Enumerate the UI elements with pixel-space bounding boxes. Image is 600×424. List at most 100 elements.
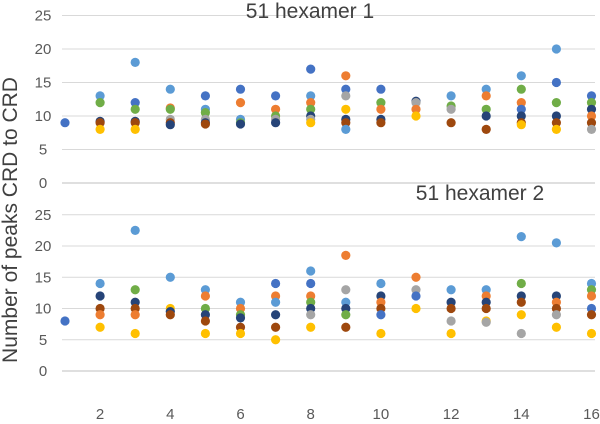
data-point bbox=[341, 124, 351, 134]
data-point bbox=[411, 98, 421, 108]
data-point bbox=[376, 98, 386, 108]
data-point bbox=[586, 310, 597, 320]
y-tick-label: 25 bbox=[35, 207, 52, 224]
data-point bbox=[165, 104, 175, 114]
data-point bbox=[95, 91, 105, 101]
data-point bbox=[446, 328, 456, 339]
y-tick-label: 15 bbox=[35, 269, 52, 286]
data-point bbox=[376, 278, 386, 289]
data-point bbox=[165, 84, 175, 94]
data-point bbox=[516, 120, 526, 130]
data-point bbox=[200, 119, 210, 129]
data-point bbox=[481, 303, 491, 314]
data-point bbox=[516, 71, 526, 81]
data-point bbox=[551, 98, 562, 108]
data-point bbox=[95, 310, 105, 320]
data-point bbox=[306, 98, 316, 108]
data-point bbox=[586, 328, 597, 339]
data-point bbox=[516, 111, 526, 121]
data-point bbox=[306, 310, 316, 320]
panel-hexamer-2: 0 5 10 15 20 25 51 hexamer 2 bbox=[35, 182, 597, 380]
data-point bbox=[551, 118, 562, 128]
data-point bbox=[235, 119, 246, 129]
data-point bbox=[341, 71, 351, 81]
panel-2-title: 51 hexamer 2 bbox=[416, 182, 544, 205]
data-point bbox=[481, 111, 491, 121]
data-point bbox=[341, 250, 351, 260]
data-point bbox=[411, 111, 421, 121]
data-point bbox=[376, 310, 386, 320]
data-point bbox=[341, 310, 351, 320]
data-point bbox=[60, 118, 70, 128]
data-point bbox=[235, 328, 246, 339]
data-point bbox=[516, 310, 526, 320]
data-point bbox=[551, 77, 562, 88]
data-point bbox=[306, 322, 316, 332]
data-point bbox=[551, 111, 562, 121]
panel-1-title: 51 hexamer 1 bbox=[246, 0, 374, 23]
y-tick-label: 5 bbox=[39, 332, 47, 349]
data-point bbox=[271, 297, 281, 307]
y-tick-label: 25 bbox=[35, 8, 52, 25]
data-point bbox=[446, 285, 456, 295]
data-point bbox=[586, 111, 597, 121]
data-point bbox=[200, 328, 210, 339]
data-point bbox=[446, 303, 456, 314]
data-point bbox=[200, 108, 210, 118]
data-point bbox=[341, 118, 351, 128]
y-tick-label: 10 bbox=[35, 301, 52, 318]
data-point bbox=[130, 124, 140, 134]
data-point bbox=[271, 278, 281, 289]
data-point bbox=[130, 118, 140, 128]
data-point bbox=[95, 291, 105, 301]
x-tick-label: 14 bbox=[513, 406, 530, 423]
data-point bbox=[516, 232, 526, 242]
data-point bbox=[200, 316, 210, 326]
data-point bbox=[446, 118, 456, 128]
data-point bbox=[411, 272, 421, 282]
data-point bbox=[586, 104, 597, 114]
data-point bbox=[130, 57, 140, 67]
data-point bbox=[271, 335, 281, 345]
data-point bbox=[481, 124, 491, 134]
data-point bbox=[235, 313, 246, 323]
y-tick-label: 0 bbox=[39, 363, 47, 380]
x-tick-label: 16 bbox=[583, 406, 600, 423]
data-point bbox=[376, 328, 386, 339]
data-point bbox=[551, 124, 562, 134]
data-point bbox=[586, 91, 597, 101]
data-point bbox=[551, 44, 562, 54]
panel-1-points bbox=[60, 44, 597, 134]
data-point bbox=[376, 118, 386, 128]
y-tick-label: 5 bbox=[39, 142, 47, 159]
data-point bbox=[411, 303, 421, 314]
data-point bbox=[306, 278, 316, 289]
data-point bbox=[306, 64, 316, 74]
panel-2-points bbox=[60, 225, 597, 345]
data-point bbox=[130, 310, 140, 320]
data-point bbox=[95, 118, 105, 128]
data-point bbox=[516, 98, 526, 108]
x-tick-label: 4 bbox=[166, 406, 174, 423]
x-tick-label: 2 bbox=[96, 406, 104, 423]
data-point bbox=[551, 238, 562, 248]
y-tick-label: 20 bbox=[35, 41, 52, 58]
y-tick-label: 10 bbox=[35, 108, 52, 125]
y-tick-label: 20 bbox=[35, 238, 52, 255]
data-point bbox=[481, 317, 491, 327]
data-point bbox=[376, 104, 386, 114]
data-point bbox=[235, 84, 246, 94]
data-point bbox=[306, 118, 316, 128]
data-point bbox=[516, 278, 526, 289]
data-point bbox=[516, 297, 526, 307]
panel-1-gridlines bbox=[62, 15, 595, 184]
data-point bbox=[341, 285, 351, 295]
data-point bbox=[95, 322, 105, 332]
data-point bbox=[306, 104, 316, 114]
data-point bbox=[130, 104, 140, 114]
data-point bbox=[341, 104, 351, 114]
data-point bbox=[130, 225, 140, 235]
data-point bbox=[306, 266, 316, 276]
data-point bbox=[341, 84, 351, 94]
